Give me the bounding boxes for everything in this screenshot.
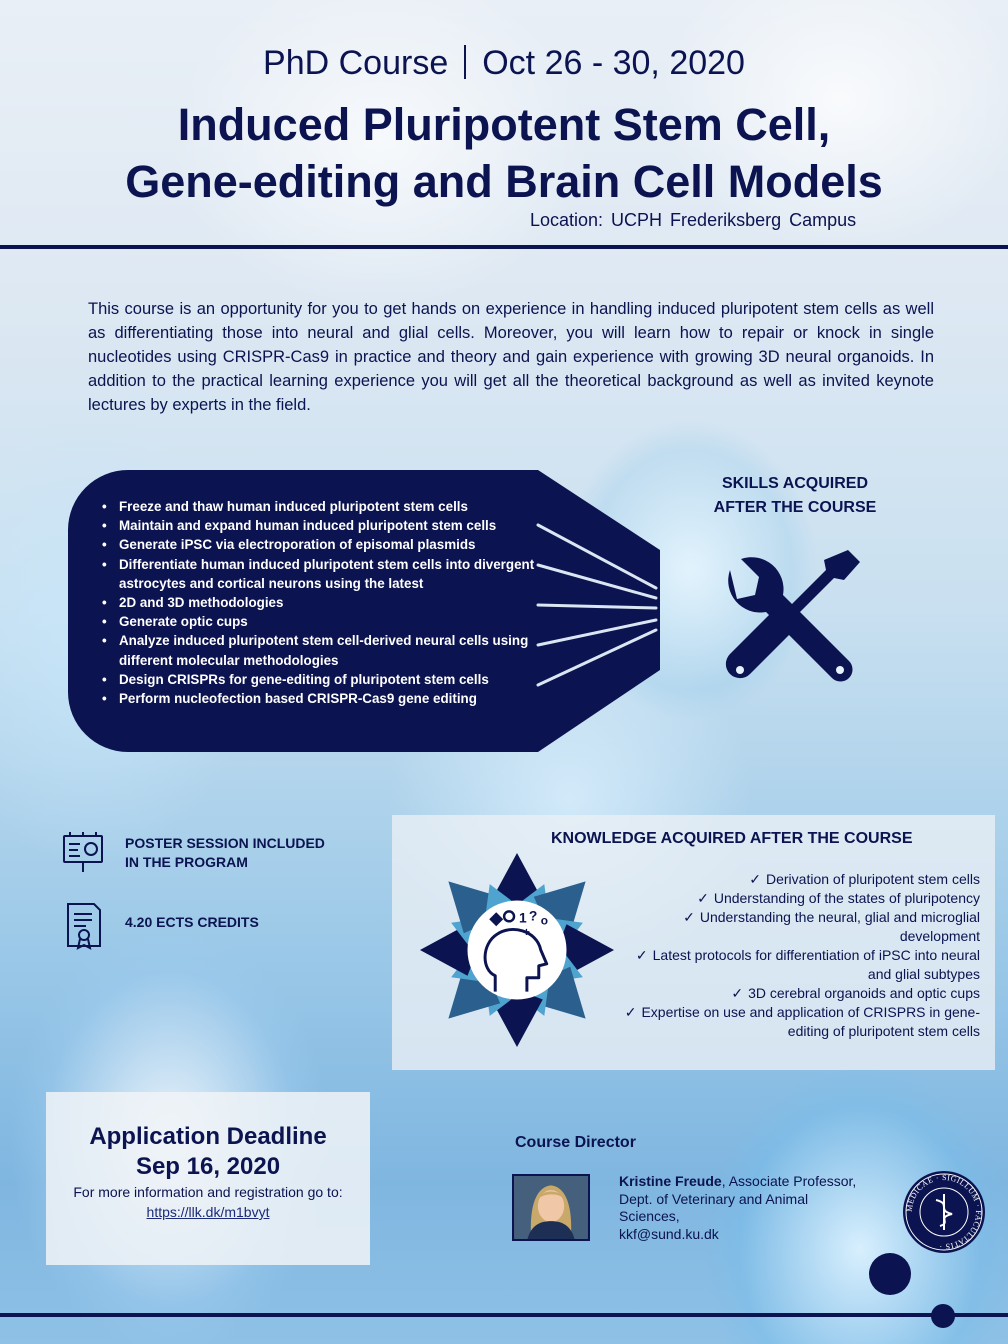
director-photo	[512, 1174, 590, 1241]
bottom-divider	[0, 1313, 1008, 1317]
registration-info: For more information and registration go…	[73, 1184, 343, 1200]
ects-credits: 4.20 ECTS CREDITS	[125, 914, 259, 930]
course-director-heading: Course Director	[515, 1134, 636, 1151]
certificate-icon	[67, 903, 101, 950]
director-email[interactable]: kkf@sund.ku.dk	[619, 1225, 719, 1242]
wrench-screwdriver-icon	[725, 550, 860, 682]
university-seal-logo: MEDICAE · SIGILLUM · FACULTATIS ·	[903, 1171, 985, 1253]
check-icon: ✓	[697, 890, 709, 906]
course-dates: Oct 26 - 30, 2020	[482, 44, 745, 82]
skills-heading: SKILLS ACQUIRED AFTER THE COURSE	[690, 472, 900, 520]
presentation-board-icon	[63, 832, 103, 872]
svg-text:1: 1	[519, 909, 527, 925]
skill-item: Generate iPSC via electroporation of epi…	[100, 535, 540, 554]
header-separator	[464, 45, 467, 79]
check-icon: ✓	[731, 985, 744, 1001]
course-type: PhD Course	[263, 44, 449, 82]
check-icon: ✓	[683, 909, 695, 925]
course-title-line1: Induced Pluripotent Stem Cell,	[177, 99, 831, 150]
deadline-title: Application Deadline	[89, 1123, 327, 1150]
skills-heading-line1: SKILLS ACQUIRED	[721, 475, 869, 492]
skill-item: Design CRISPRs for gene-editing of pluri…	[100, 670, 540, 689]
check-icon: ✓	[749, 871, 761, 887]
decorative-dot	[869, 1253, 911, 1295]
deadline-date: Sep 16, 2020	[135, 1153, 281, 1180]
svg-text:o: o	[541, 913, 548, 927]
check-icon: ✓	[624, 1004, 637, 1020]
knowledge-heading: KNOWLEDGE ACQUIRED AFTER THE COURSE	[551, 830, 913, 847]
knowledge-list: ✓Derivation of pluripotent stem cells ✓U…	[610, 870, 980, 1041]
skill-item: 2D and 3D methodologies	[100, 593, 540, 612]
skills-heading-line2: AFTER THE COURSE	[713, 499, 877, 516]
check-icon: ✓	[635, 947, 648, 963]
knowledge-item: ✓Expertise on use and application of CRI…	[624, 1004, 980, 1039]
skill-item: Perform nucleofection based CRISPR-Cas9 …	[100, 689, 540, 708]
knowledge-item: ✓Understanding the neural, glial and mic…	[683, 909, 980, 944]
svg-text:?: ?	[529, 907, 537, 923]
course-title-line2: Gene-editing and Brain Cell Models	[125, 156, 883, 207]
intro-paragraph: This course is an opportunity for you to…	[88, 300, 934, 414]
poster-line2: IN THE PROGRAM	[125, 854, 248, 870]
skill-item: Differentiate human induced pluripotent …	[100, 555, 540, 593]
skill-item: Freeze and thaw human induced pluripoten…	[100, 497, 540, 516]
skill-item: Generate optic cups	[100, 612, 540, 631]
head-ideas-star-icon: 1 ? o +	[419, 852, 615, 1048]
deadline-box: Application Deadline Sep 16, 2020 For mo…	[46, 1092, 370, 1265]
skill-item: Analyze induced pluripotent stem cell-de…	[100, 631, 540, 669]
knowledge-item: ✓3D cerebral organoids and optic cups	[731, 985, 980, 1001]
svg-text:+: +	[523, 925, 530, 939]
poster-session-note: POSTER SESSION INCLUDED IN THE PROGRAM	[125, 834, 325, 872]
course-title: Induced Pluripotent Stem Cell, Gene-edit…	[0, 96, 1008, 210]
course-location: Location: UCPH Frederiksberg Campus	[530, 210, 857, 230]
director-role: , Associate Professor, Dept. of Veterina…	[619, 1173, 857, 1224]
knowledge-item: ✓Latest protocols for differentiation of…	[635, 947, 980, 982]
skill-item: Maintain and expand human induced plurip…	[100, 516, 540, 535]
course-header: PhD Course Oct 26 - 30, 2020	[0, 44, 1008, 83]
knowledge-item: ✓Derivation of pluripotent stem cells	[749, 871, 980, 887]
director-info: Kristine Freude, Associate Professor, De…	[619, 1173, 859, 1243]
top-divider	[0, 245, 1008, 249]
director-name: Kristine Freude	[619, 1173, 722, 1189]
poster-line1: POSTER SESSION INCLUDED	[125, 835, 325, 851]
knowledge-item: ✓Understanding of the states of pluripot…	[697, 890, 980, 906]
skills-list: Freeze and thaw human induced pluripoten…	[100, 497, 540, 708]
registration-link[interactable]: https://llk.dk/m1bvyt	[146, 1204, 270, 1220]
